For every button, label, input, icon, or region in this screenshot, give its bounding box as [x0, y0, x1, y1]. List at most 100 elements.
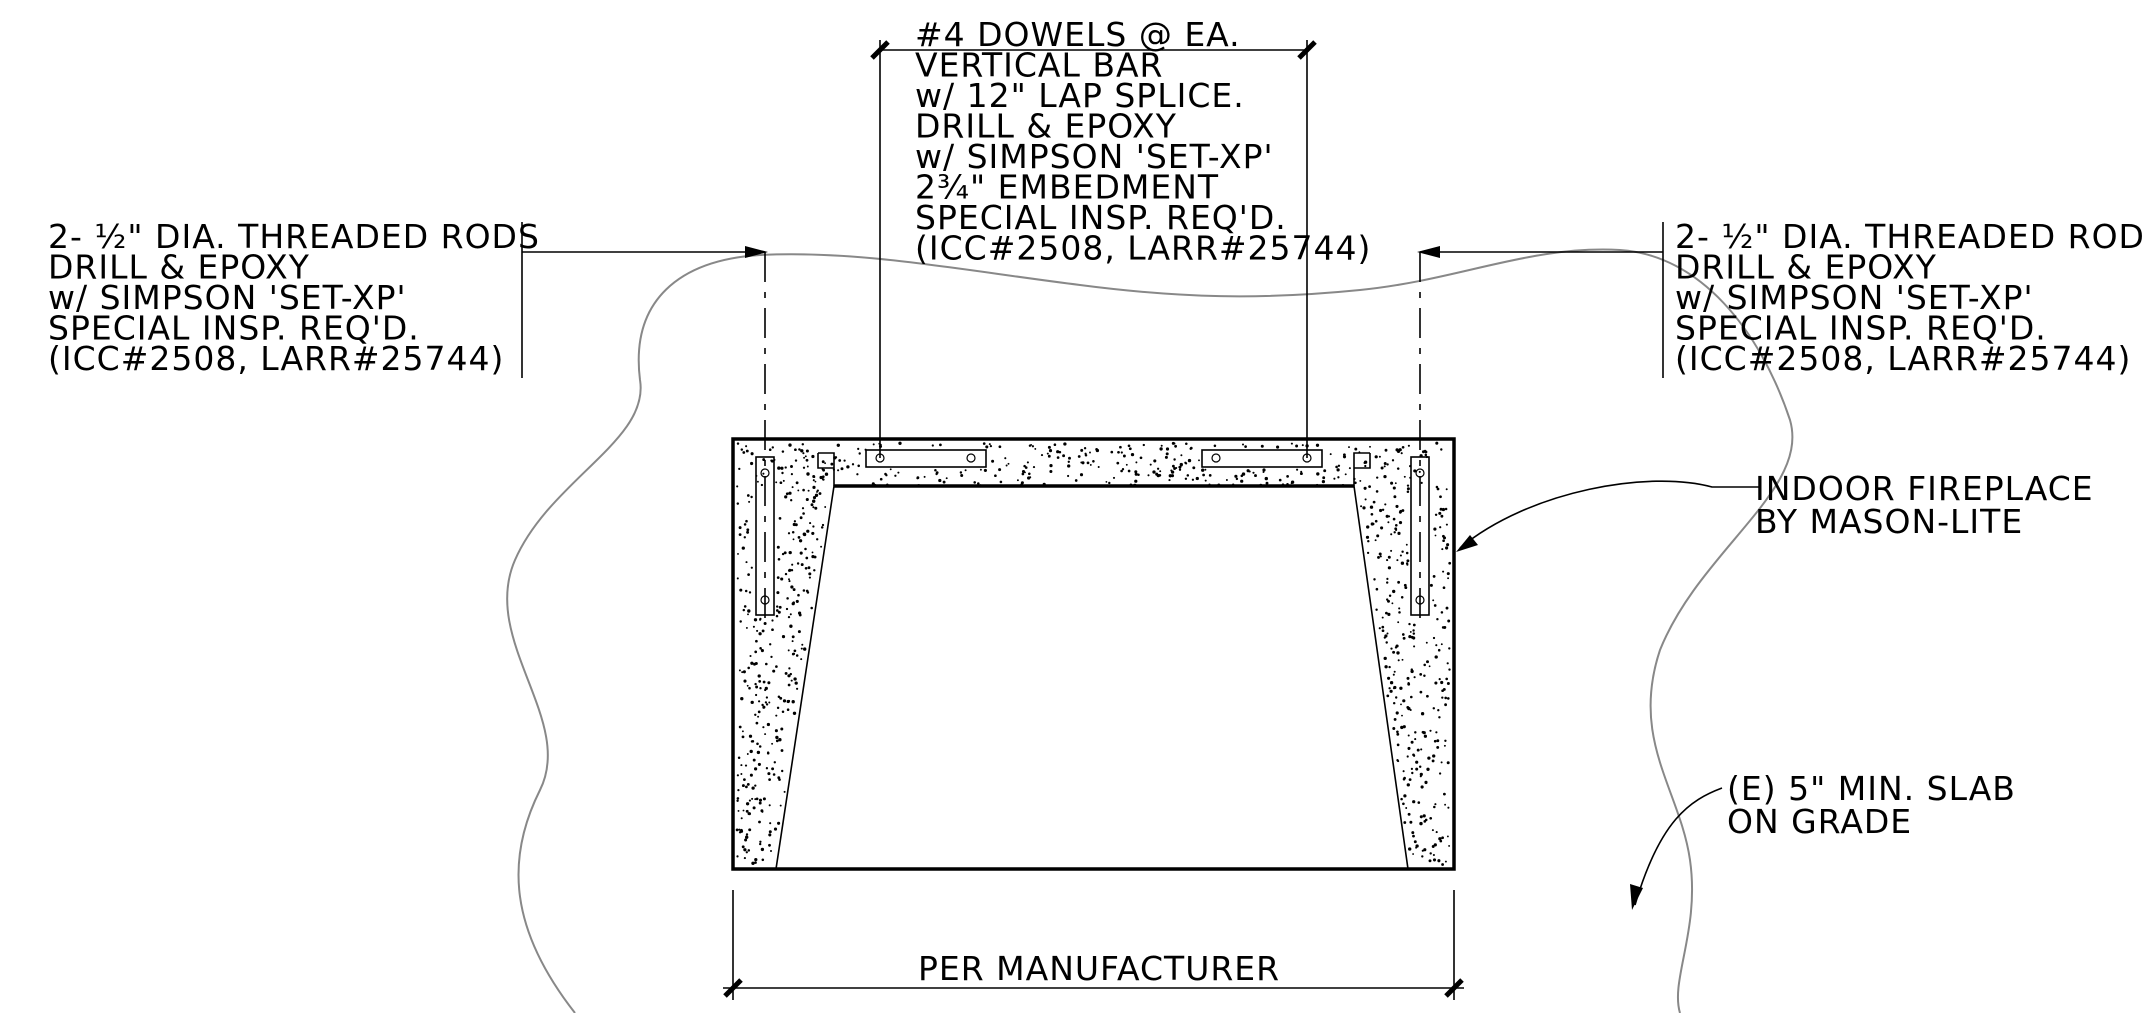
stipple-dot: [808, 572, 812, 576]
stipple-dot: [819, 475, 823, 480]
stipple-dot: [775, 481, 778, 484]
stipple-dot: [745, 802, 750, 806]
stipple-dot: [1445, 606, 1449, 610]
stipple-dot: [1042, 482, 1046, 486]
stipple-dot: [1170, 469, 1173, 472]
stipple-dot: [1185, 442, 1188, 446]
stipple-dot: [1381, 508, 1385, 511]
stipple-dot: [739, 588, 743, 592]
stipple-dot: [778, 517, 782, 520]
stipple-dot: [824, 472, 829, 476]
stipple-dot: [1440, 514, 1444, 518]
stipple-dot: [1392, 701, 1396, 705]
stipple-dot: [1342, 455, 1347, 459]
stipple-dot: [770, 459, 773, 462]
stipple-dot: [787, 674, 791, 678]
right-rod-leader: [1417, 222, 1664, 378]
stipple-dot: [1406, 559, 1410, 563]
stipple-dot: [797, 630, 801, 634]
stipple-dot: [794, 681, 798, 685]
stipple-dot: [1408, 622, 1411, 626]
stipple-dot: [1248, 470, 1251, 473]
stipple-dot: [1409, 708, 1412, 712]
stipple-dot: [805, 497, 809, 502]
stipple-dot: [1323, 469, 1327, 473]
stipple-dot: [1440, 611, 1444, 614]
stipple-dot: [781, 450, 785, 453]
stipple-dot: [806, 529, 810, 533]
stipple-dot: [812, 525, 815, 528]
stipple-dot: [1089, 451, 1091, 454]
stipple-dot: [783, 790, 786, 793]
stipple-dot: [1375, 587, 1379, 591]
stipple-dot: [1431, 829, 1434, 832]
stipple-dot: [745, 626, 748, 629]
stipple-dot: [1173, 458, 1176, 461]
stipple-dot: [1315, 443, 1320, 447]
dowel-note-line: w/ 12" LAP SPLICE.: [915, 76, 1245, 115]
stipple-dot: [765, 696, 769, 699]
right-rod-note-line: SPECIAL INSP. REQ'D.: [1675, 309, 2047, 348]
stipple-dot: [878, 484, 882, 488]
stipple-dot: [1359, 479, 1362, 482]
stipple-dot: [1336, 468, 1340, 472]
stipple-dot: [1434, 534, 1437, 537]
stipple-dot: [857, 464, 860, 468]
stipple-dot: [1281, 483, 1285, 486]
stipple-dot: [1447, 577, 1450, 580]
stipple-dot: [1402, 777, 1406, 781]
stipple-dot: [788, 443, 792, 447]
stipple-dot: [793, 677, 797, 681]
stipple-dot: [1379, 508, 1383, 513]
stipple-dot: [761, 858, 765, 862]
stipple-dot: [1434, 513, 1438, 517]
stipple-dot: [1439, 495, 1442, 499]
stipple-dot: [743, 605, 747, 608]
stipple-dot: [793, 649, 797, 653]
stipple-dot: [742, 608, 746, 612]
stipple-dot: [812, 479, 815, 482]
stipple-dot: [764, 701, 768, 704]
stipple-dot: [1403, 583, 1407, 587]
stipple-dot: [1410, 635, 1414, 639]
stipple-dot: [802, 466, 806, 469]
stipple-dot: [807, 566, 811, 570]
stipple-dot: [1378, 627, 1381, 630]
stipple-dot: [1415, 760, 1419, 764]
slab-note-line: (E) 5" MIN. SLAB: [1727, 769, 2016, 808]
stipple-dot: [1445, 523, 1448, 526]
stipple-dot: [768, 843, 771, 847]
stipple-dot: [748, 734, 753, 738]
stipple-dot: [1447, 806, 1450, 809]
stipple-dot: [1417, 801, 1421, 804]
stipple-dot: [792, 652, 796, 656]
stipple-dot: [820, 526, 824, 529]
stipple-dot: [1337, 464, 1341, 467]
stipple-dot: [1127, 444, 1131, 448]
stipple-dot: [1386, 694, 1390, 698]
right-rod-note-line: DRILL & EPOXY: [1675, 248, 1937, 287]
stipple-dot: [1410, 695, 1413, 699]
stipple-dot: [775, 614, 779, 618]
stipple-dot: [1125, 463, 1128, 466]
stipple-dot: [738, 526, 742, 530]
stipple-dot: [746, 530, 750, 534]
stipple-dot: [743, 536, 746, 539]
stipple-dot: [1208, 483, 1211, 486]
stipple-dot: [790, 585, 794, 589]
stipple-dot: [740, 448, 744, 451]
stipple-dot: [1444, 803, 1447, 806]
stipple-dot: [1446, 572, 1450, 576]
stipple-dot: [798, 448, 801, 451]
stipple-dot: [777, 821, 781, 825]
stipple-dot: [872, 443, 875, 446]
stipple-dot: [1093, 484, 1097, 487]
stipple-dot: [1434, 655, 1438, 659]
stipple-dot: [738, 831, 742, 834]
stipple-dot: [750, 700, 754, 705]
stipple-dot: [764, 733, 767, 736]
stipple-dot: [812, 485, 816, 489]
concrete-stipple: [735, 441, 1452, 866]
stipple-dot: [1004, 457, 1007, 460]
stipple-dot: [1441, 836, 1444, 840]
